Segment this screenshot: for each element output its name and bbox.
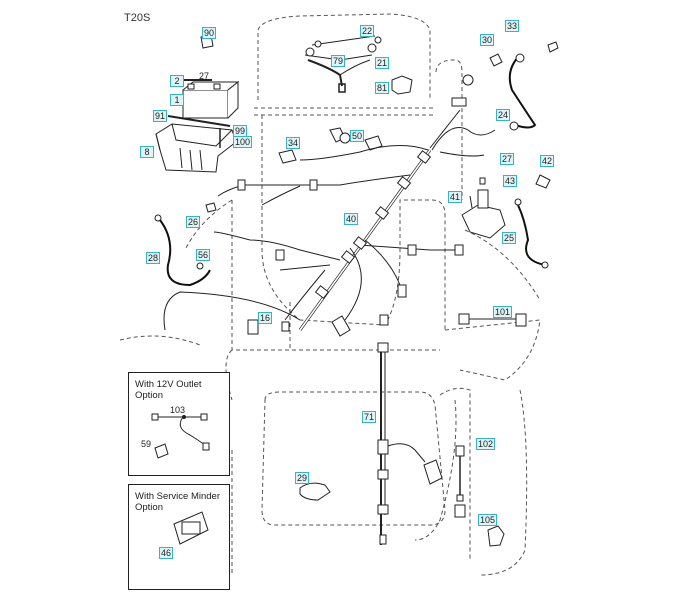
callout-21[interactable]: 21	[375, 57, 390, 69]
callout-24[interactable]: 24	[496, 109, 511, 121]
callout-41[interactable]: 41	[448, 191, 463, 203]
callout-100[interactable]: 100	[233, 136, 253, 148]
callout-40[interactable]: 40	[344, 213, 359, 225]
callout-22[interactable]: 22	[360, 25, 375, 37]
callout-50[interactable]: 50	[350, 130, 365, 142]
callout-43[interactable]: 43	[503, 175, 518, 187]
option-box-service-minder: With Service Minder Option	[128, 484, 230, 590]
callout-27-solenoid[interactable]: 27	[500, 153, 515, 165]
model-label: T20S	[124, 12, 151, 24]
chassis-outline	[119, 13, 541, 576]
cable-terminals	[154, 41, 559, 270]
callout-16[interactable]: 16	[258, 312, 273, 324]
callout-79[interactable]: 79	[331, 55, 346, 67]
cables-drawing	[159, 54, 546, 287]
tray-body	[155, 123, 237, 173]
callout-34[interactable]: 34	[286, 137, 301, 149]
headlight-harness-drawing	[304, 35, 413, 95]
callout-28[interactable]: 28	[146, 252, 161, 264]
main-harness-drawing	[163, 109, 496, 331]
solenoid-drawing	[461, 177, 506, 239]
callout-8[interactable]: 8	[140, 146, 154, 158]
callout-42[interactable]: 42	[540, 155, 555, 167]
callout-71[interactable]: 71	[362, 411, 377, 423]
callout-27-battery[interactable]: 27	[199, 71, 210, 81]
callout-33[interactable]: 33	[505, 20, 520, 32]
callout-59[interactable]: 59	[141, 439, 152, 449]
callout-30[interactable]: 30	[480, 34, 495, 46]
callout-2[interactable]: 2	[170, 75, 184, 87]
option-title: With Service Minder Option	[135, 491, 220, 513]
callout-56[interactable]: 56	[196, 249, 211, 261]
callout-90[interactable]: 90	[202, 27, 217, 39]
callout-25[interactable]: 25	[502, 232, 517, 244]
battery-group	[155, 34, 240, 173]
callout-105[interactable]: 105	[478, 514, 498, 526]
callout-29[interactable]: 29	[295, 472, 310, 484]
callout-102[interactable]: 102	[476, 438, 496, 450]
rear-harness-drawing	[299, 342, 505, 547]
callout-91[interactable]: 91	[153, 110, 168, 122]
callout-103[interactable]: 103	[170, 405, 186, 415]
callout-46[interactable]: 46	[159, 547, 174, 559]
switches-drawing	[278, 53, 503, 164]
callout-101[interactable]: 101	[493, 306, 513, 318]
callout-81[interactable]: 81	[375, 82, 390, 94]
callout-26[interactable]: 26	[186, 216, 201, 228]
option-box-12v-outlet: With 12V Outlet Option	[128, 372, 230, 476]
callout-1[interactable]: 1	[170, 94, 184, 106]
option-title: With 12V Outlet Option	[135, 379, 202, 401]
battery-body	[182, 89, 229, 119]
harness-connectors	[237, 150, 527, 337]
